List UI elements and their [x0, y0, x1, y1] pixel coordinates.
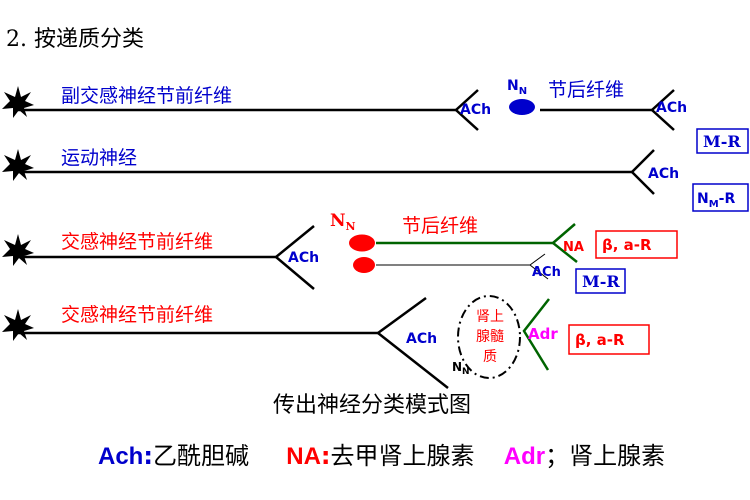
legend-sep-na: :: [320, 442, 331, 470]
section-heading: 2. 按递质分类: [6, 27, 144, 52]
ach-label-6: ACh: [406, 331, 437, 347]
na-label: NA: [563, 240, 584, 255]
ach-label-3: ACh: [648, 166, 679, 182]
neuromuscular-fork: [630, 149, 655, 195]
nn-receptor-ellipse-3: [353, 257, 375, 273]
cell-body-star-4: [2, 309, 34, 341]
diagram-caption: 传出神经分类模式图: [273, 393, 471, 418]
ach-label-2: ACh: [656, 100, 687, 116]
legend-desc-ach: 乙酰胆碱: [152, 442, 249, 470]
synapse-fork-2: [650, 89, 675, 131]
adr-release-fork: [522, 298, 550, 371]
cell-body-star-2: [2, 149, 34, 181]
legend-desc-na: 去甲肾上腺素: [330, 442, 475, 470]
legend-term-na: NA: [286, 443, 321, 470]
adrenal-medulla-line-1: 肾上: [476, 309, 504, 325]
motor-nerve-label: 运动神经: [61, 147, 137, 169]
adrenal-medulla-outline: [457, 295, 521, 379]
ach-label-4: ACh: [288, 250, 319, 266]
sympathetic-pre-label-2: 交感神经节前纤维: [61, 304, 213, 326]
na-ending-fork: [551, 223, 578, 263]
legend-sep-ach: :: [143, 442, 153, 470]
adrenal-medulla-line-2: 腺髓: [476, 329, 504, 345]
legend: Ach:乙酰胆碱 NA:去甲肾上腺素 Adr；肾上腺素: [98, 436, 665, 471]
nn-receptor-ellipse-2: [349, 234, 375, 252]
sympathetic-pre-label-1: 交感神经节前纤维: [61, 231, 213, 253]
beta-alpha-receptor-box-1: [595, 230, 678, 259]
legend-sep-adr: ；: [545, 442, 570, 470]
synapse-fork-3: [274, 225, 315, 290]
postganglionic-label-1: 节后纤维: [548, 79, 624, 101]
legend-desc-adr: 肾上腺素: [569, 442, 666, 470]
synapse-fork-1: [454, 89, 479, 131]
ach-label-5: ACh: [532, 265, 561, 280]
legend-term-ach: Ach: [98, 443, 144, 470]
ach-ending-fork: [529, 253, 549, 280]
postganglionic-label-2: 节后纤维: [402, 215, 478, 237]
cell-body-star-3: [2, 234, 34, 266]
nn-label-1: NN: [507, 78, 527, 97]
nn-receptor-ellipse-1: [509, 99, 535, 115]
parasympathetic-pre-label: 副交感神经节前纤维: [61, 85, 232, 107]
cell-body-star-1: [2, 86, 34, 118]
adrenal-medulla-line-3: 质: [483, 349, 497, 365]
m-receptor-label-2: M-R: [582, 272, 620, 291]
m-receptor-box-2: [575, 268, 626, 294]
beta-alpha-receptor-box-2: [568, 324, 650, 355]
nn-label-2: NN: [330, 211, 356, 233]
m-receptor-box-1: [696, 128, 749, 154]
m-receptor-label-1: M-R: [703, 132, 741, 151]
beta-alpha-receptor-label-1: β, a-R: [602, 236, 652, 254]
synapse-fork-4: [375, 296, 449, 389]
ach-label-1: ACh: [460, 102, 491, 118]
legend-term-adr: Adr: [503, 443, 546, 470]
nn-label-3: NN: [452, 360, 470, 377]
adr-label: Adr: [528, 325, 558, 343]
nm-receptor-label: NM-R: [697, 191, 735, 210]
nm-receptor-box: [692, 183, 749, 212]
beta-alpha-receptor-label-2: β, a-R: [575, 331, 625, 349]
